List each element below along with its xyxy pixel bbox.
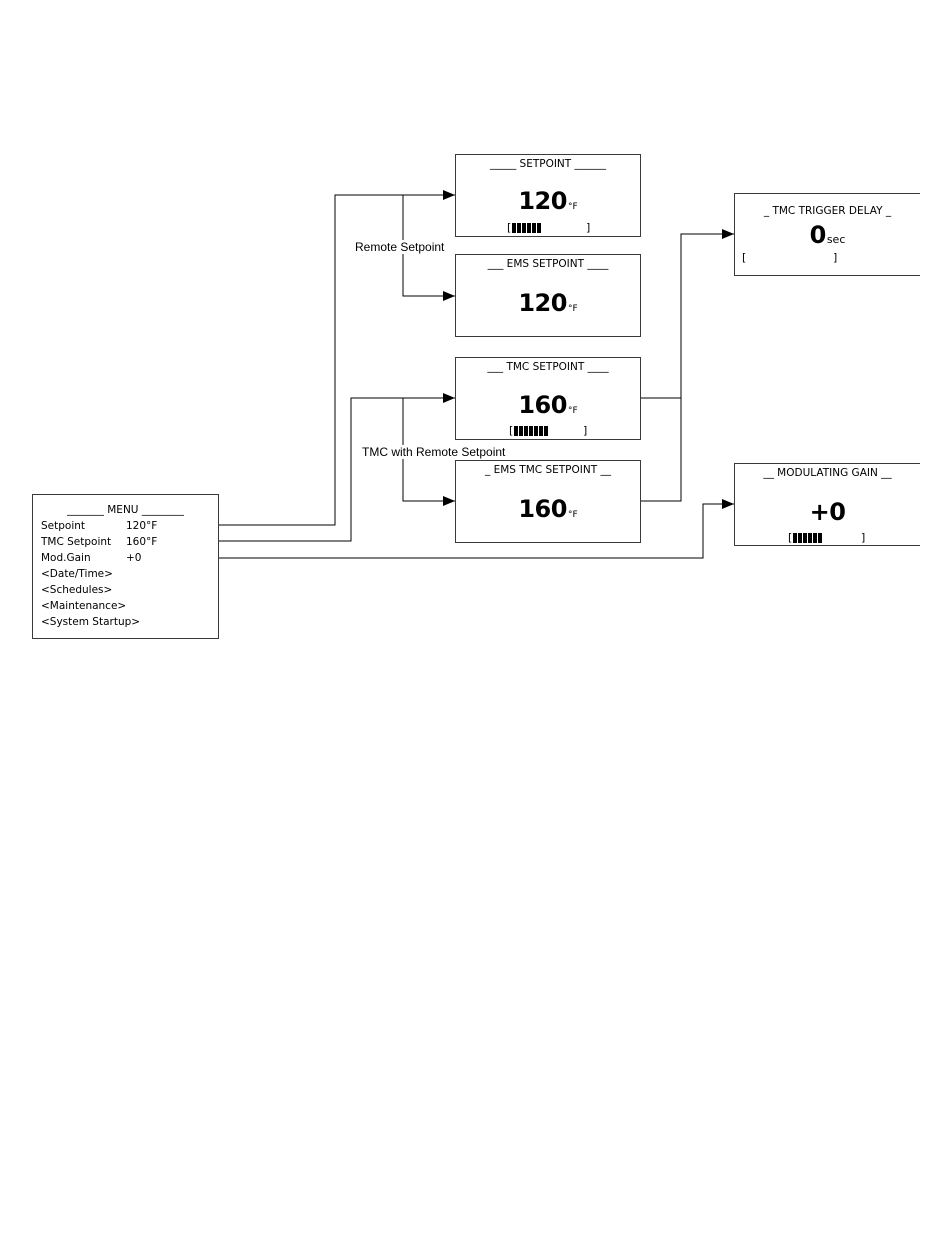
level-bar-segment — [818, 533, 822, 543]
menu-item-label: Setpoint — [41, 520, 86, 532]
menu-item-mod-gain[interactable]: Mod.Gain +0 — [41, 552, 141, 564]
level-bar-segment — [539, 426, 543, 436]
ems-tmc-setpoint-value: 160°F — [518, 495, 578, 523]
screen-title: ___ TMC SETPOINT ____ — [487, 361, 609, 373]
level-bar-segment — [514, 426, 518, 436]
screen-title: _____ SETPOINT ______ — [489, 158, 607, 170]
level-bar-segment — [798, 533, 802, 543]
menu-item-label: TMC Setpoint — [41, 536, 112, 548]
level-bar-segment — [527, 223, 531, 233]
modulating-gain-value: +0 — [809, 498, 846, 526]
menu-item-label: Mod.Gain — [41, 552, 91, 564]
menu-item-label: <Schedules> — [41, 584, 113, 596]
setpoint-connector — [177, 190, 455, 526]
menu-item-setpoint[interactable]: Setpoint 120°F — [41, 520, 157, 532]
setpoint-screen: _____ SETPOINT ______ 120°F [ ] — [455, 154, 641, 237]
level-bar-segment — [522, 223, 526, 233]
tmc-remote-setpoint-label: TMC with Remote Setpoint — [361, 445, 507, 459]
tmc-setpoint-level-bar: [ ] — [509, 424, 588, 437]
menu-item-value: 160°F — [126, 536, 158, 548]
menu-panel: _______ MENU ________ Setpoint 120°F TMC … — [32, 494, 219, 639]
screen-title: ___ EMS SETPOINT ____ — [487, 258, 609, 270]
tmc-setpoint-value: 160°F — [518, 391, 578, 419]
level-bar-segment — [803, 533, 807, 543]
level-bar-segment — [512, 223, 516, 233]
tmc-trigger-delay-screen: _ TMC TRIGGER DELAY _ 0sec [ ] — [734, 193, 920, 276]
tmc-trigger-delay-level-bar: [ ] — [742, 251, 838, 264]
modulating-gain-screen: __ MODULATING GAIN __ +0 [ ] — [734, 463, 920, 546]
menu-title: _______ MENU ________ — [67, 504, 184, 516]
menu-item-value: +0 — [126, 552, 142, 564]
menu-item-maintenance[interactable]: <Maintenance> — [41, 600, 126, 612]
menu-item-date-time[interactable]: <Date/Time> — [41, 568, 113, 580]
mod-gain-connector — [177, 499, 734, 559]
level-bar-segment — [793, 533, 797, 543]
level-bar-segment — [529, 426, 533, 436]
ems-tmc-setpoint-screen: _ EMS TMC SETPOINT __ 160°F — [455, 460, 641, 543]
menu-item-system-startup[interactable]: <System Startup> — [41, 616, 140, 628]
level-bar-segment — [524, 426, 528, 436]
tmc-setpoint-screen: ___ TMC SETPOINT ____ 160°F [ ] — [455, 357, 641, 440]
setpoint-level-bar: [ ] — [507, 221, 591, 234]
ems-setpoint-screen: ___ EMS SETPOINT ____ 120°F — [455, 254, 641, 337]
screen-title: __ MODULATING GAIN __ — [763, 467, 892, 479]
menu-item-label: <Maintenance> — [41, 600, 127, 612]
level-bar-segment — [517, 223, 521, 233]
level-bar-segment — [537, 223, 541, 233]
tmc-remote-branch — [402, 398, 455, 506]
level-bar-segment — [532, 223, 536, 233]
menu-item-label: <System Startup> — [41, 616, 141, 628]
ems-setpoint-value: 120°F — [518, 289, 578, 317]
menu-item-tmc-setpoint[interactable]: TMC Setpoint 160°F — [41, 536, 157, 548]
screen-title: _ EMS TMC SETPOINT __ — [485, 464, 611, 476]
level-bar-segment — [808, 533, 812, 543]
menu-item-schedules[interactable]: <Schedules> — [41, 584, 112, 596]
menu-item-value: 120°F — [126, 520, 158, 532]
level-bar-segment — [813, 533, 817, 543]
level-bar-segment — [534, 426, 538, 436]
modulating-gain-level-bar: [ ] — [788, 531, 866, 544]
screen-title: _ TMC TRIGGER DELAY _ — [763, 205, 892, 217]
remote-setpoint-branch — [402, 195, 455, 301]
ems-tmc-to-trigger-delay-connector — [641, 398, 682, 502]
setpoint-value: 120°F — [518, 187, 578, 215]
level-bar-segment — [544, 426, 548, 436]
remote-setpoint-label: Remote Setpoint — [354, 240, 446, 254]
tmc-to-trigger-delay-connector — [641, 229, 734, 399]
tmc-trigger-delay-value: 0sec — [809, 221, 846, 249]
level-bar-segment — [519, 426, 523, 436]
menu-item-label: <Date/Time> — [41, 568, 113, 580]
